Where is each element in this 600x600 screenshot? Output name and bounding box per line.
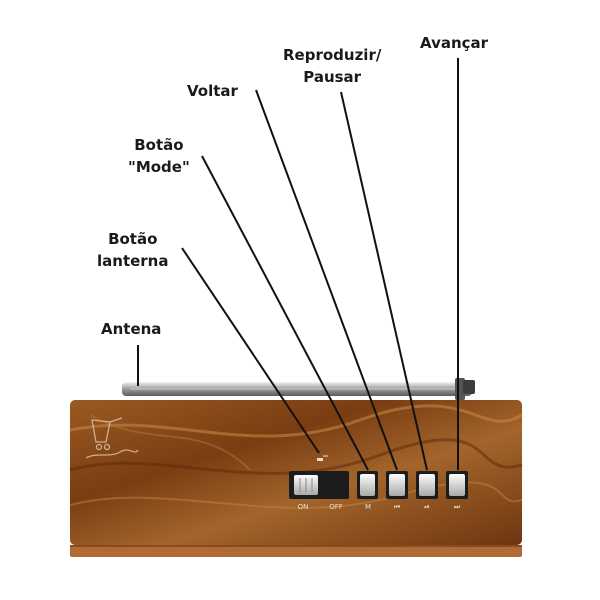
label-reproduzir-line2: Pausar <box>303 68 362 86</box>
label-voltar-text: Voltar <box>187 82 238 100</box>
label-botao-lanterna: Botão lanterna <box>97 228 168 272</box>
next-button[interactable] <box>446 471 468 499</box>
label-reproduzir-pausar: Reproduzir/ Pausar <box>283 44 381 88</box>
next-icon: ⏭ <box>454 503 461 511</box>
leader-lines <box>137 58 459 471</box>
prev-icon: ⏮ <box>394 503 400 511</box>
brand-logo <box>85 417 139 459</box>
switch-off-label: OFF <box>329 503 343 511</box>
label-lanterna-line2: lanterna <box>97 252 169 270</box>
leader-voltar <box>255 89 398 471</box>
label-mode-line2: "Mode" <box>128 158 190 176</box>
mode-button-label: M <box>365 503 371 511</box>
prev-button[interactable] <box>386 471 408 499</box>
label-avancar-text: Avançar <box>420 34 489 52</box>
label-reproduzir-line1: Reproduzir/ <box>283 46 382 64</box>
play-pause-button[interactable] <box>416 471 438 499</box>
flashlight-indicator <box>317 455 328 461</box>
play-pause-icon: ⏯ <box>424 503 430 511</box>
label-voltar: Voltar <box>187 80 238 102</box>
leader-reproduzir <box>340 91 428 471</box>
antenna <box>122 378 475 400</box>
label-antena-text: Antena <box>101 320 162 338</box>
leader-lanterna <box>181 247 320 454</box>
leader-mode <box>201 155 369 471</box>
label-mode-line1: Botão <box>134 136 184 154</box>
label-antena: Antena <box>101 318 161 340</box>
label-botao-mode: Botão "Mode" <box>128 134 190 178</box>
power-switch[interactable] <box>289 471 349 499</box>
mode-button[interactable] <box>357 471 378 499</box>
label-lanterna-line1: Botão <box>108 230 158 248</box>
label-avancar: Avançar <box>420 32 488 54</box>
switch-on-label: ON <box>298 503 309 511</box>
